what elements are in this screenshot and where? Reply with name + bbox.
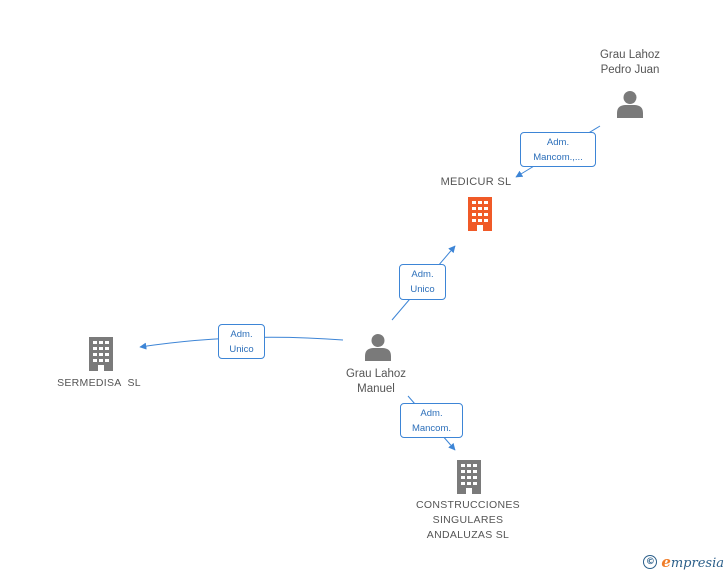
edge-role-line1: Adm.	[411, 269, 434, 280]
company-label-medicur[interactable]: MEDICUR SL	[420, 175, 532, 190]
company-name-line2: SINGULARES	[432, 514, 504, 526]
brand-footer: © empresia	[643, 553, 724, 571]
company-label-sermedisa[interactable]: SERMEDISA SL	[40, 376, 158, 391]
building-icon[interactable]	[454, 460, 484, 494]
edge-role-line2: Unico	[410, 284, 435, 295]
edge-role-line2: Mancom.,...	[533, 152, 583, 163]
company-label-construcciones[interactable]: CONSTRUCCIONES SINGULARES ANDALUZAS SL	[402, 498, 534, 543]
company-name: SERMEDISA SL	[57, 377, 141, 389]
brand-logo[interactable]: empresia	[661, 553, 724, 571]
edge-role-box-manuel-sermedisa[interactable]: Adm. Unico	[218, 324, 265, 359]
person-name-line2: Manuel	[357, 383, 395, 395]
building-icon[interactable]	[86, 337, 116, 371]
person-icon[interactable]	[615, 89, 645, 119]
person-name-line2: Pedro Juan	[600, 64, 660, 76]
edge-role-line1: Adm.	[546, 137, 570, 148]
edge-role-line2: Mancom.	[411, 423, 452, 434]
company-name-line3: ANDALUZAS SL	[426, 529, 510, 541]
building-icon[interactable]	[465, 197, 495, 231]
person-icon[interactable]	[363, 332, 393, 362]
edge-role-box-manuel-medicur[interactable]: Adm. Unico	[399, 264, 446, 300]
person-name-line1: Grau Lahoz	[599, 49, 661, 61]
brand-initial: e	[661, 553, 671, 571]
edge-role-line1: Adm.	[420, 408, 443, 419]
brand-name: mpresia	[670, 556, 724, 571]
copyright-icon: ©	[643, 555, 658, 569]
person-name-line1: Grau Lahoz	[345, 368, 407, 380]
person-label-grau-lahoz-pedro-juan[interactable]: Grau Lahoz Pedro Juan	[578, 48, 682, 78]
person-label-grau-lahoz-manuel[interactable]: Grau Lahoz Manuel	[326, 367, 426, 397]
company-name-line1: CONSTRUCCIONES	[416, 499, 520, 511]
edge-role-line2: Unico	[229, 344, 254, 355]
edge-role-line1: Adm.	[230, 329, 253, 340]
edge-role-box-manuel-construcciones[interactable]: Adm. Mancom.	[400, 403, 463, 438]
company-name: MEDICUR SL	[440, 176, 512, 188]
edge-role-box-pedro-medicur[interactable]: Adm. Mancom.,...	[520, 132, 596, 167]
